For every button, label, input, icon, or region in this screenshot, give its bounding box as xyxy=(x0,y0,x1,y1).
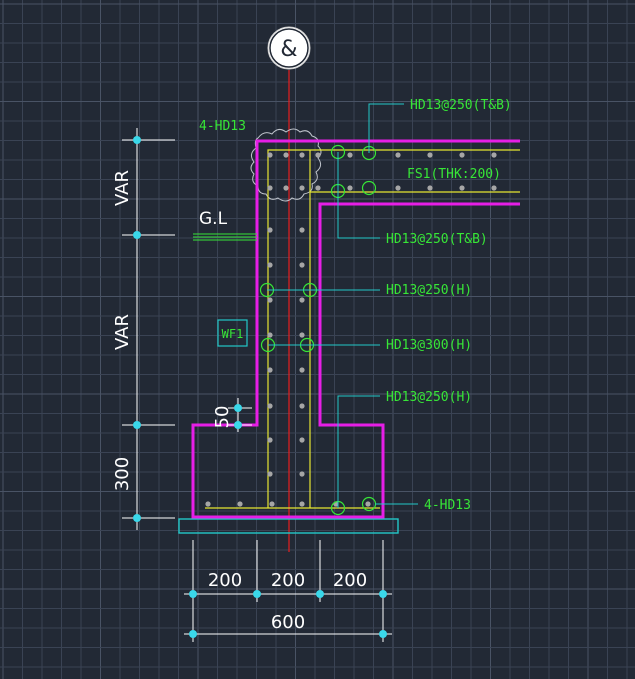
rebar-dot xyxy=(315,185,321,191)
rebar-dots xyxy=(205,152,497,507)
rebar-dot xyxy=(299,501,305,507)
label-top-slab-bars: HD13@250(T&B) xyxy=(410,98,512,113)
dimension-node xyxy=(133,231,141,239)
rebar-callout-circles xyxy=(259,144,377,516)
dim-left-bottom: 300 xyxy=(112,457,133,491)
rebar-dot xyxy=(267,227,273,233)
dim-bottom-c: 200 xyxy=(333,570,367,591)
rebar-dot xyxy=(299,367,305,373)
rebar-dot xyxy=(267,437,273,443)
rebar-dot xyxy=(395,185,401,191)
rebar-dot xyxy=(267,471,273,477)
rebar-dot xyxy=(459,152,465,158)
rebar-dot xyxy=(299,297,305,303)
rebar-dot xyxy=(269,501,275,507)
rebar-dot xyxy=(365,501,371,507)
rebar-dot xyxy=(299,185,305,191)
label-wall-h1: HD13@250(H) xyxy=(386,283,472,298)
label-top-left-bars: 4-HD13 xyxy=(199,119,246,134)
rebar-dot xyxy=(427,152,433,158)
rebar-dot xyxy=(427,185,433,191)
wall-tag-box xyxy=(217,319,248,347)
rebar-dot xyxy=(347,185,353,191)
dimension-node xyxy=(234,421,242,429)
ground-line-hatch xyxy=(193,233,257,241)
rebar-outer xyxy=(267,149,520,508)
rebar-dot xyxy=(459,185,465,191)
rebar-dot xyxy=(267,152,273,158)
revision-cloud xyxy=(250,128,322,202)
rebar-dot xyxy=(283,152,289,158)
rebar-dot xyxy=(299,471,305,477)
dimension-node xyxy=(234,404,242,412)
dimension-node xyxy=(379,590,387,598)
leader-top-slab xyxy=(368,103,404,153)
label-footing-h: HD13@250(H) xyxy=(386,390,472,405)
label-bottom-bars: 4-HD13 xyxy=(424,498,471,513)
dimension-node xyxy=(189,590,197,598)
concrete-outline xyxy=(191,139,520,519)
label-slab-bottom-bars: HD13@250(T&B) xyxy=(386,232,488,247)
dim-bottom-b: 200 xyxy=(271,570,305,591)
rebar-dot xyxy=(299,262,305,268)
rebar-dot xyxy=(491,152,497,158)
dim-left-mid: VAR xyxy=(112,314,133,350)
rebar-dot xyxy=(299,403,305,409)
rebar-dot xyxy=(237,501,243,507)
dimension-node xyxy=(133,421,141,429)
rebar-dot xyxy=(267,262,273,268)
rebar-dot xyxy=(299,227,305,233)
grid-marker: & xyxy=(267,26,311,70)
rebar-dot xyxy=(267,297,273,303)
leader-footing-h xyxy=(337,395,380,508)
rebar-dot xyxy=(491,185,497,191)
dimension-node xyxy=(133,514,141,522)
rebar-dot xyxy=(299,332,305,338)
dimension-nodes xyxy=(133,136,387,638)
rebar-callout-circle xyxy=(361,180,377,196)
rebar-dot xyxy=(205,501,211,507)
rebar-dot xyxy=(267,367,273,373)
grid-marker-label: & xyxy=(280,37,297,62)
dim-bottom-a: 200 xyxy=(208,570,242,591)
lean-concrete-base xyxy=(178,518,399,534)
rebar-dot xyxy=(395,152,401,158)
wall-tag-label: WF1 xyxy=(222,327,244,341)
leader-slab-bottom xyxy=(337,152,380,239)
rebar-dot xyxy=(315,152,321,158)
rebar-dot xyxy=(347,152,353,158)
dim-step: 50 xyxy=(212,406,233,429)
rebar-dot xyxy=(299,152,305,158)
rebar-dot xyxy=(299,437,305,443)
rebar-dot xyxy=(267,403,273,409)
leader-lines xyxy=(267,103,418,508)
dimension-node xyxy=(379,630,387,638)
dim-left-top: VAR xyxy=(112,170,133,206)
dimension-node xyxy=(133,136,141,144)
dimension-node xyxy=(189,630,197,638)
label-slab-name: FS1(THK:200) xyxy=(407,167,501,182)
rebar-dot xyxy=(283,185,289,191)
rebar-dot xyxy=(267,332,273,338)
dim-total: 600 xyxy=(271,612,305,633)
label-ground-line: G.L xyxy=(199,209,228,229)
rebar-dot xyxy=(267,185,273,191)
dimension-node xyxy=(253,590,261,598)
dimension-node xyxy=(316,590,324,598)
label-wall-h2: HD13@300(H) xyxy=(386,338,472,353)
